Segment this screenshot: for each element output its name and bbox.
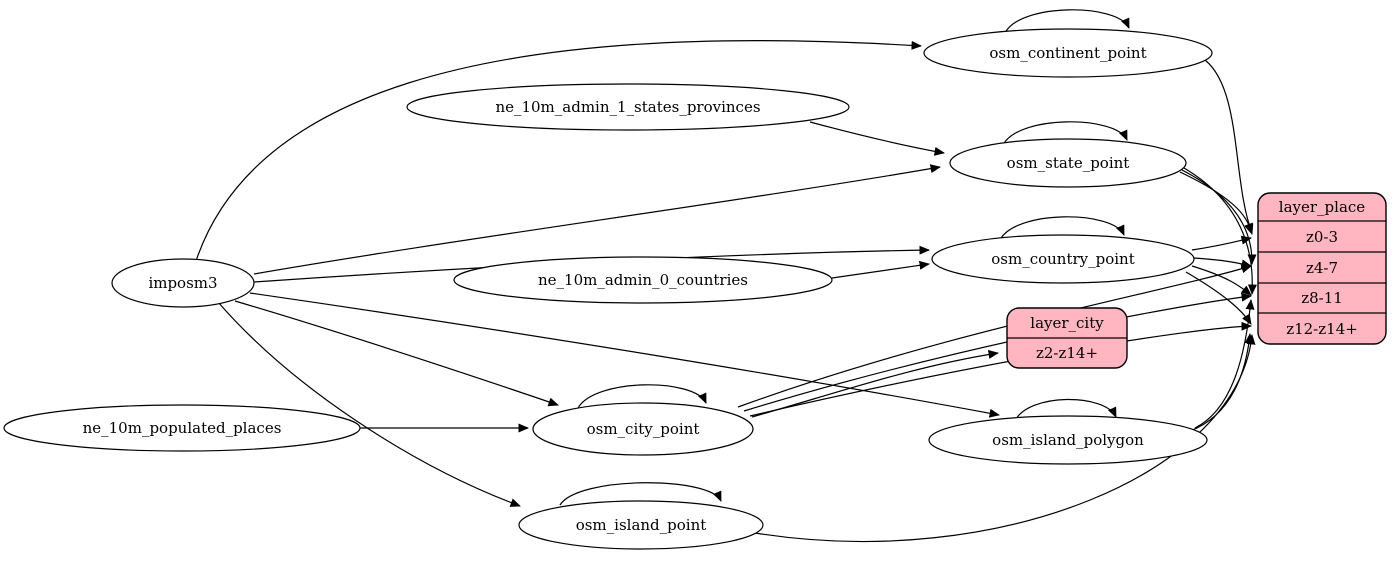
node-island-point-label: osm_island_point — [576, 516, 707, 534]
node-ne-places-label: ne_10m_populated_places — [83, 419, 282, 437]
edge-selfloop-osm-continent-point — [1004, 9, 1130, 34]
node-osm-country-point: osm_country_point — [931, 234, 1195, 284]
node-ne-places-shape — [3, 404, 361, 452]
edge-osm-city-point-to-layer-place-z12-z14 — [749, 321, 1252, 417]
node-island-polygon-label: osm_island_polygon — [992, 431, 1144, 449]
edge-imposm3-to-osm-state-point — [253, 164, 941, 275]
edge-selfloop-osm-island-point — [559, 482, 722, 506]
edge-imposm3-to-osm-island-point — [217, 301, 521, 507]
node-layer-city-title: layer_city — [1030, 314, 1104, 332]
node-layer-place-box — [1257, 192, 1387, 345]
node-osm-city-point: osm_city_point — [532, 402, 754, 456]
node-ne-states-label: ne_10m_admin_1_states_provinces — [495, 98, 760, 116]
edge-selfloop-osm-state-point — [1002, 121, 1128, 146]
node-ne-10m-admin-0-countries: ne_10m_admin_0_countries — [453, 256, 833, 304]
node-osm-island-polygon: osm_island_polygon — [928, 415, 1208, 465]
node-osm-state-point: osm_state_point — [949, 138, 1187, 188]
node-layer-place-row-z12-z14: z12-z14+ — [1286, 320, 1358, 338]
node-layer-city-row-z2-z14: z2-z14+ — [1036, 344, 1098, 362]
edge-osm-country-point-to-layer-place-z12-z14 — [1185, 271, 1252, 325]
edge-ne-states-to-osm-state-point — [809, 121, 945, 156]
node-imposm3-label: imposm3 — [148, 274, 217, 292]
edge-osm-state-point-to-layer-place-z0-3 — [1179, 171, 1254, 235]
edge-osm-country-point-to-layer-place-z8-11 — [1191, 265, 1252, 296]
node-layer-place: layer_place z0-3 z4-7 z8-11 z12-z14+ — [1257, 192, 1387, 345]
edge-ne-countries-to-osm-country-point — [831, 260, 930, 279]
edge-osm-state-point-to-layer-place-z4-7 — [1181, 169, 1257, 265]
node-layer-place-row-z0-3: z0-3 — [1306, 228, 1338, 246]
edge-selfloop-osm-country-point — [999, 216, 1125, 241]
node-layer-place-row-z8-11: z8-11 — [1301, 289, 1343, 307]
edge-osm-island-polygon-to-layer-place-z8-11 — [1194, 299, 1255, 429]
node-country-label: osm_country_point — [991, 250, 1135, 268]
node-country-shape — [931, 234, 1195, 284]
node-island-polygon-shape — [928, 415, 1208, 465]
node-state-shape — [949, 138, 1187, 188]
edge-imposm3-to-osm-island-polygon — [249, 292, 1000, 418]
node-osm-island-point: osm_island_point — [518, 500, 764, 550]
node-state-label: osm_state_point — [1007, 154, 1130, 172]
edge-osm-island-polygon-to-layer-place-z12-z14 — [1189, 333, 1254, 432]
node-layer-place-title: layer_place — [1279, 198, 1366, 216]
edge-osm-island-point-to-layer-place-z12-z14 — [754, 334, 1256, 543]
edge-selfloop-osm-island-polygon — [1014, 398, 1117, 422]
node-city-label: osm_city_point — [587, 420, 700, 438]
node-layer-place-row-z4-7: z4-7 — [1306, 259, 1338, 277]
node-continent-label: osm_continent_point — [989, 44, 1146, 62]
node-imposm3: imposm3 — [111, 258, 255, 308]
node-ne-countries-shape — [453, 256, 833, 304]
edge-osm-continent-point-to-layer-place-z0-3 — [1204, 59, 1253, 234]
node-ne-countries-label: ne_10m_admin_0_countries — [538, 271, 748, 289]
edge-osm-country-point-to-layer-place-z0-3 — [1191, 235, 1252, 251]
node-ne-states-shape — [406, 83, 850, 131]
node-continent-shape — [923, 28, 1213, 78]
node-island-point-shape — [518, 500, 764, 550]
node-city-shape — [532, 402, 754, 456]
node-ne-10m-populated-places: ne_10m_populated_places — [3, 404, 361, 452]
node-imposm3-shape — [111, 258, 255, 308]
edge-osm-country-point-to-layer-place-z4-7 — [1193, 257, 1252, 269]
edge-selfloop-osm-city-point — [577, 384, 707, 409]
node-ne-10m-admin-1-states-provinces: ne_10m_admin_1_states_provinces — [406, 83, 850, 131]
edge-imposm3-to-osm-city-point — [234, 300, 559, 407]
edge-imposm3-to-osm-continent-point — [195, 39, 922, 262]
node-layer-city: layer_city z2-z14+ — [1006, 307, 1128, 369]
node-osm-continent-point: osm_continent_point — [923, 28, 1213, 78]
